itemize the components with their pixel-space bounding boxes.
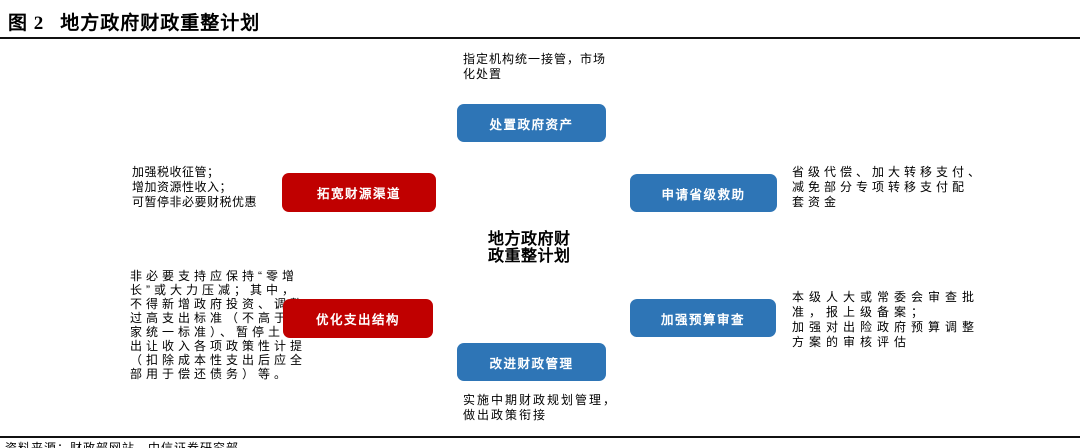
node-strengthen-budget-review: 加强预算审查	[630, 299, 776, 337]
node-optimize-expenditure: 优化支出结构	[283, 299, 433, 338]
node-apply-provincial-aid: 申请省级救助	[630, 174, 777, 212]
node-label: 加强预算审查	[660, 312, 745, 327]
note-budget-review: 本级人大或常委会审查批 准，报上级备案； 加强对出险政府预算调整 方案的审核评估	[792, 290, 980, 349]
footer-rule	[0, 436, 1080, 438]
node-label: 处置政府资产	[489, 117, 574, 132]
node-broaden-revenue-channels: 拓宽财源渠道	[282, 173, 436, 212]
node-label: 拓宽财源渠道	[316, 187, 401, 201]
note-provincial-aid: 省级代偿、加大转移支付、 减免部分专项转移支付配 套资金	[792, 165, 985, 209]
node-dispose-government-assets: 处置政府资产	[457, 104, 606, 142]
node-label: 改进财政管理	[489, 356, 574, 371]
node-improve-fiscal-management: 改进财政管理	[457, 343, 606, 381]
figure-label: 图 2	[8, 13, 45, 34]
figure-title: 地方政府财政重整计划	[60, 13, 261, 34]
note-dispose-assets: 指定机构统一接管，市场 化处置	[463, 52, 607, 81]
node-label: 优化支出结构	[315, 313, 400, 327]
note-optimize-expenditure: 非必要支持应保持“零增 长”或大力压减；其中， 不得新增政府投资、调整 过高支出…	[130, 269, 307, 381]
diagram-center-label: 地方政府财 政重整计划	[488, 231, 571, 265]
source-note: 资料来源：财政部网站，中信证券研究部	[5, 441, 240, 448]
note-broaden-revenue: 加强税收征管； 增加资源性收入； 可暂停非必要财税优惠	[132, 165, 258, 209]
note-improve-management: 实施中期财政规划管理， 做出政策衔接	[463, 393, 618, 422]
title-rule	[0, 37, 1080, 39]
node-label: 申请省级救助	[661, 187, 746, 202]
figure-header: 图 2 地方政府财政重整计划	[8, 8, 260, 35]
